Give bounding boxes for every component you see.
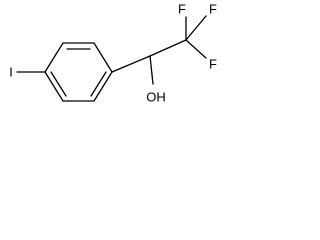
iodine-label: I [9, 65, 13, 80]
carbinol-to-cf3-bond [149, 39, 187, 57]
chemical-structure: I F F F OH [9, 2, 217, 105]
hydroxyl-label: OH [146, 90, 166, 105]
fluorine-label-3: F [209, 57, 217, 72]
cf-bond-right-upper [185, 15, 207, 41]
fluorine-label-2: F [209, 2, 217, 17]
ring-double-bond-left [50, 71, 67, 97]
carbinol-to-oh-bond [149, 55, 154, 85]
ring-bond-5 [44, 71, 64, 102]
ring-double-bond-right [90, 71, 107, 97]
ring-bond-3 [93, 71, 113, 102]
cf-bond-right-lower [185, 39, 207, 59]
ring-to-carbinol-bond [111, 55, 151, 73]
fluorine-label-1: F [178, 2, 186, 17]
ring-bond-2 [93, 42, 113, 73]
ring-bond-6 [44, 42, 64, 73]
